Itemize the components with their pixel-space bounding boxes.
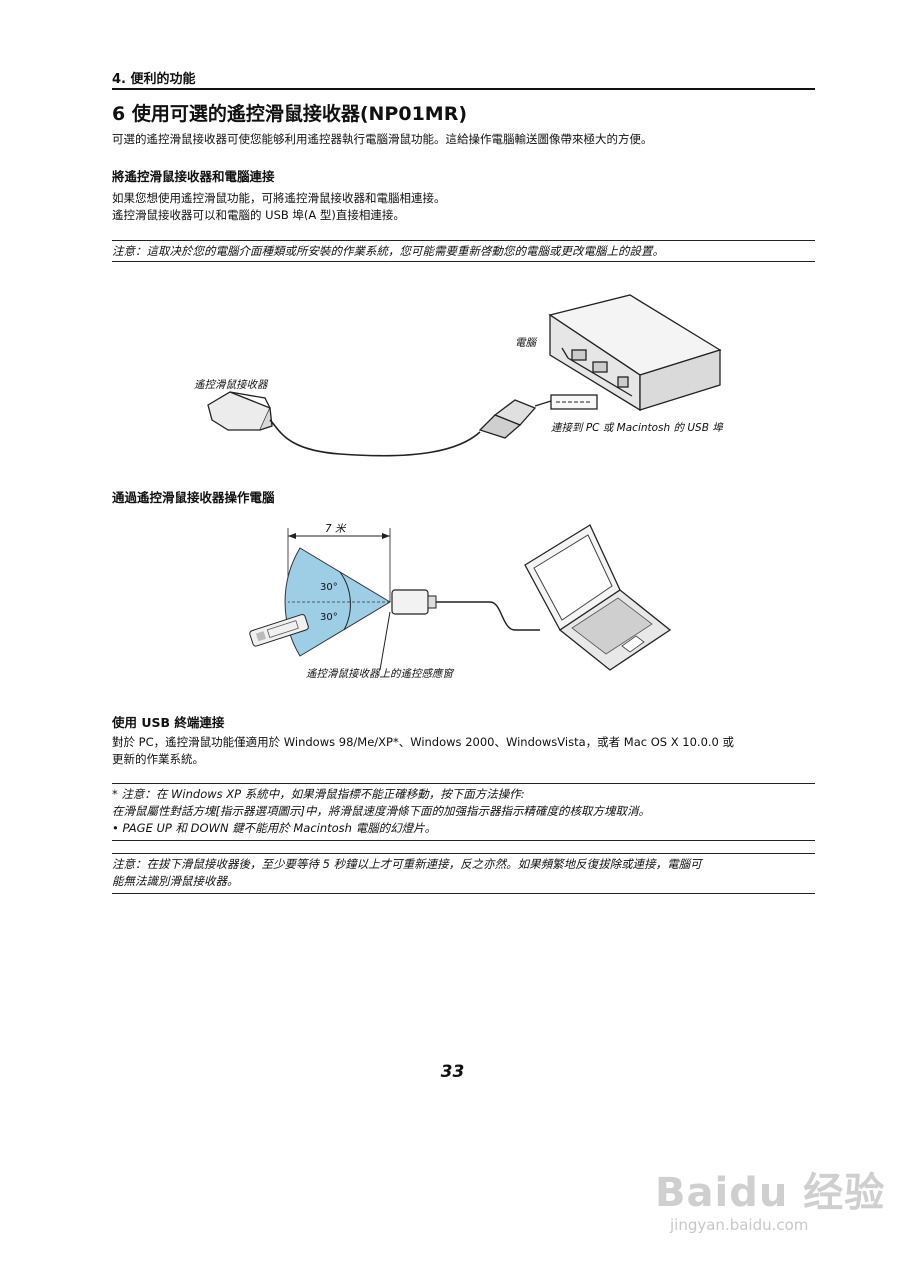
intro-text: 可選的遙控滑鼠接收器可使您能够利用遙控器執行電腦滑鼠功能。這給操作電腦輸送圖像帶… <box>112 132 653 146</box>
note3-rule-bottom <box>112 893 815 894</box>
usb-heading: 使用 USB 終端連接 <box>112 715 225 730</box>
usb-line-2: 更新的作業系統。 <box>112 752 204 766</box>
connect-line-1: 如果您想使用遙控滑鼠功能，可將遙控滑鼠接收器和電腦相連接。 <box>112 191 446 205</box>
note2-rule-bottom <box>112 840 815 841</box>
usb-connection-illustration <box>207 294 722 457</box>
usb-line-1: 對於 PC，遙控滑鼠功能僅適用於 Windows 98/Me/XP*、Windo… <box>112 735 735 749</box>
label-sensor-window: 遙控滑鼠接收器上的遙控感應窗 <box>306 668 453 680</box>
label-computer: 電腦 <box>515 337 536 349</box>
note-3-line-2: 能無法識別滑鼠接收器。 <box>112 874 239 888</box>
section-title: 6 使用可選的遙控滑鼠接收器(NP01MR) <box>112 103 468 125</box>
operate-heading: 通過遙控滑鼠接收器操作電腦 <box>112 490 275 505</box>
label-angle-bottom: 30° <box>320 612 338 623</box>
note-1: 注意：這取决於您的電腦介面種類或所安裝的作業系統，您可能需要重新啓動您的電腦或更… <box>112 244 664 258</box>
operating-range-illustration <box>249 524 672 671</box>
header-rule <box>112 88 815 90</box>
baidu-watermark-logo: Baidu 经验 <box>655 1170 886 1216</box>
baidu-watermark-url: jingyan.baidu.com <box>670 1216 809 1234</box>
note-2-line-2: 在滑鼠屬性對話方塊[指示器選項圖示]中，將滑鼠速度滑條下面的加强指示器指示精確度… <box>112 804 650 818</box>
note-2-line-3: • PAGE UP 和 DOWN 鍵不能用於 Macintosh 電腦的幻燈片。 <box>112 821 437 835</box>
note2-rule-top <box>112 783 815 784</box>
note3-rule-top <box>112 853 815 854</box>
note-2-line-1: * 注意：在 Windows XP 系統中，如果滑鼠指標不能正確移動，按下面方法… <box>112 787 525 801</box>
connect-heading: 將遙控滑鼠接收器和電腦連接 <box>112 169 275 184</box>
label-usb-port: 連接到 PC 或 Macintosh 的 USB 埠 <box>551 422 723 434</box>
note1-rule-bottom <box>112 261 815 262</box>
page-number: 33 <box>440 1062 465 1082</box>
label-distance: 7 米 <box>325 523 346 535</box>
label-receiver: 遙控滑鼠接收器 <box>194 379 268 391</box>
note1-rule-top <box>112 240 815 241</box>
chapter-heading: 4. 便利的功能 <box>112 72 196 87</box>
note-3-line-1: 注意：在拔下滑鼠接收器後，至少要等待 5 秒鐘以上才可重新連接，反之亦然。如果頻… <box>112 857 702 871</box>
connect-line-2: 遙控滑鼠接收器可以和電腦的 USB 埠(A 型)直接相連接。 <box>112 208 405 222</box>
label-angle-top: 30° <box>320 582 338 593</box>
